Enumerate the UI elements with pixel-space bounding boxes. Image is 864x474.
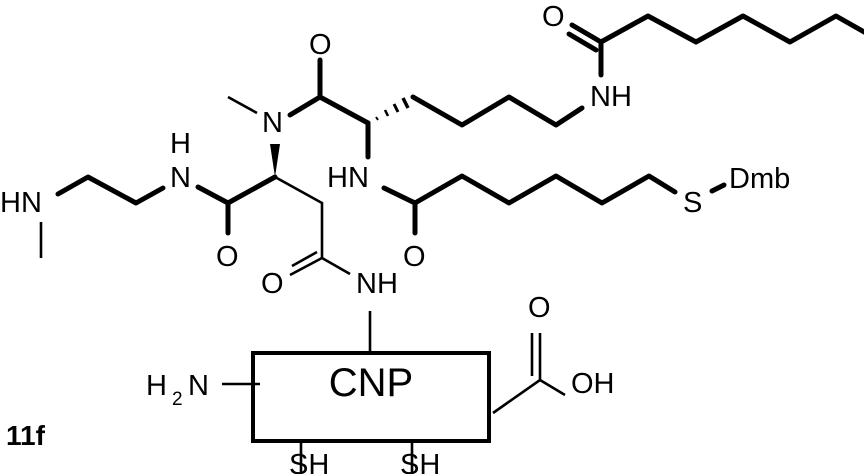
bonds [41, 16, 864, 474]
atom-label: N [170, 162, 191, 194]
atom-label: H [170, 128, 191, 160]
bond [228, 97, 257, 113]
atom-label: O [528, 292, 551, 324]
bond [712, 185, 724, 191]
core-label: CNP [329, 361, 413, 405]
atom-label: N [188, 370, 209, 402]
bond [58, 177, 163, 203]
compound-label: 11f [6, 420, 46, 451]
atom-label: O [261, 268, 284, 300]
bond [415, 176, 675, 203]
bond [290, 97, 320, 115]
hashed-wedge-bond [376, 98, 408, 120]
atom-label: Dmb [729, 163, 790, 195]
atom-label: O [403, 241, 426, 273]
atom-label: O [216, 241, 239, 273]
bond [198, 177, 275, 203]
atom-label: OH [571, 368, 615, 400]
atom-label: SH [289, 449, 329, 474]
atom-label: NH [356, 268, 398, 300]
atom-label: NH [590, 81, 632, 113]
atom-label: N [262, 107, 283, 139]
bond [493, 380, 565, 413]
atom-label: 2 [172, 389, 183, 410]
atom-labels: HN N H O N O HN O O NH NH O S Dmb H 2 N … [0, 1, 790, 474]
bond [290, 258, 322, 275]
atom-label: S [683, 187, 702, 219]
bond [320, 97, 368, 123]
bond [384, 188, 415, 203]
bond [413, 97, 582, 125]
wedge-bond [270, 144, 280, 177]
atom-label: HN [327, 162, 369, 194]
bond [601, 16, 864, 42]
atom-label: O [309, 29, 332, 61]
atom-label: O [542, 1, 565, 33]
atom-label: H [146, 370, 167, 402]
atom-label: HN [0, 187, 42, 219]
atom-label: SH [400, 449, 440, 474]
